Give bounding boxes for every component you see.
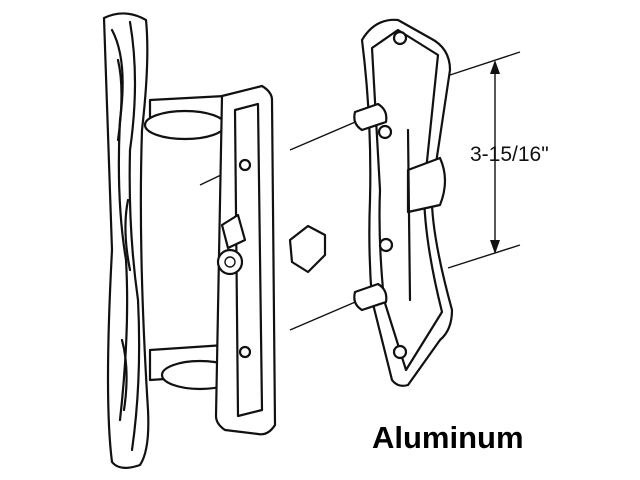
inside-plate	[353, 18, 454, 387]
mounting-plate	[214, 84, 277, 436]
material-label: Aluminum	[372, 420, 524, 455]
pull-handle	[102, 12, 150, 469]
dimension-label: 3-15/16"	[470, 143, 549, 166]
latch-knob	[288, 224, 327, 274]
